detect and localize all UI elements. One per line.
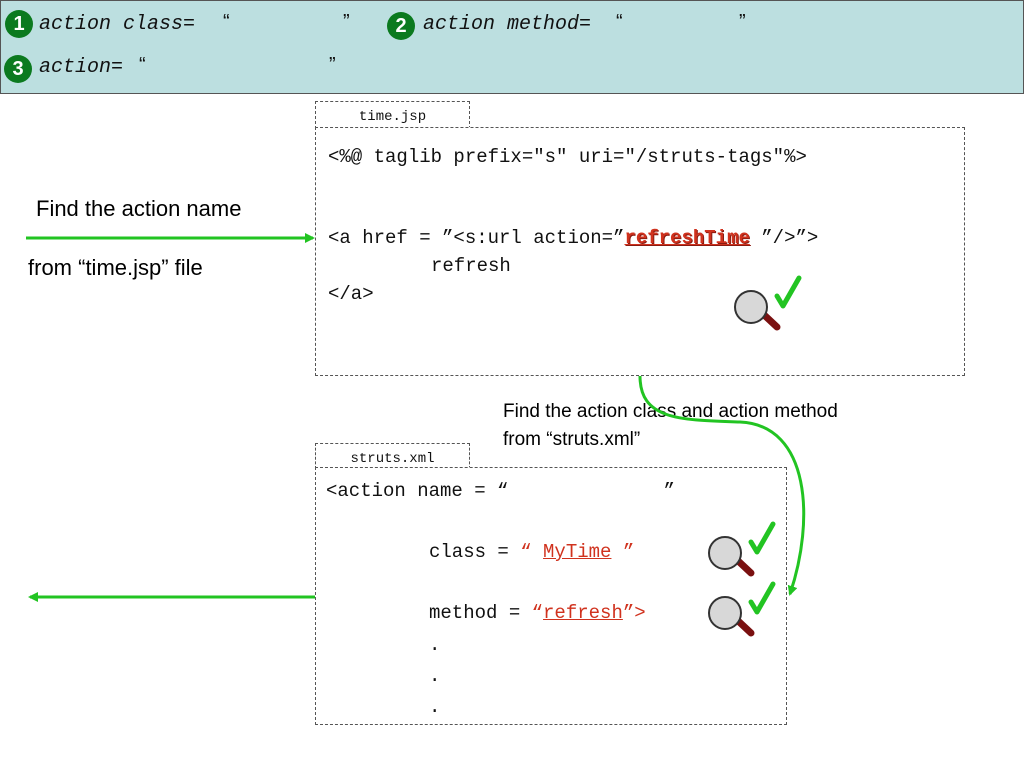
anchor-prefix: <a href = ”<s:url action=” <box>328 227 625 249</box>
taglib-line: <%@ taglib prefix="s" uri="/struts-tags"… <box>328 146 807 168</box>
method-prefix: method = <box>429 602 532 624</box>
struts-xml-tab: struts.xml <box>315 443 470 469</box>
class-value-highlight: MyTime <box>543 541 612 563</box>
step-3-close-quote: ” <box>329 54 336 76</box>
from-time-jsp-label: from “time.jsp” file <box>28 255 203 280</box>
magnifier-icon <box>708 581 776 637</box>
class-open-quote: “ <box>520 541 544 563</box>
magnifier-icon <box>734 275 802 331</box>
step-1-open-quote: “ <box>223 11 230 33</box>
anchor-close-line: </a> <box>328 283 374 305</box>
ellipsis-dot-2: . <box>429 665 441 687</box>
find-action-name-label: Find the action name <box>36 196 242 221</box>
step-3-open-quote: “ <box>139 54 146 76</box>
struts-xml-code-box: <action name = “ ” class = “ MyTime ” met… <box>315 467 787 725</box>
ellipsis-dot-3: . <box>429 696 441 718</box>
class-prefix: class = <box>429 541 521 563</box>
class-close-quote: ” <box>611 541 635 563</box>
step-2-label: action method= <box>423 13 592 36</box>
step-3-label: action= <box>39 56 124 79</box>
anchor-suffix: ”/>”> <box>749 227 819 249</box>
note-line-1: Find the action class and action method <box>503 401 838 422</box>
note-line-2: from “struts.xml” <box>503 429 641 450</box>
arrow-time-jsp-to-struts-xml <box>638 375 806 596</box>
method-line: method = “refresh”> <box>429 602 646 624</box>
find-class-method-note: Find the action class and action method … <box>503 398 838 454</box>
action-name-prefix: <action name = “ <box>326 480 509 502</box>
time-jsp-code-box: <%@ taglib prefix="s" uri="/struts-tags"… <box>315 127 965 376</box>
magnifier-icon <box>708 521 776 577</box>
method-value-highlight: refresh <box>543 602 623 624</box>
ellipsis-dot-1: . <box>429 634 441 656</box>
step-1-label: action class= <box>39 13 196 36</box>
class-line: class = “ MyTime ” <box>429 541 634 563</box>
time-jsp-tab: time.jsp <box>315 101 470 129</box>
anchor-open-line: <a href = ”<s:url action=”refreshTime ”/… <box>328 227 818 249</box>
refresh-text-line: refresh <box>431 255 511 277</box>
method-open-quote: “ <box>531 602 544 624</box>
checkmark-icon <box>774 275 802 309</box>
method-close-quote: ”> <box>622 602 646 624</box>
checkmark-icon <box>748 521 776 555</box>
action-name-highlight: refreshTime <box>624 227 750 249</box>
step-1-badge: 1 <box>5 10 33 38</box>
action-name-line: <action name = “ ” <box>326 480 675 502</box>
step-2-open-quote: “ <box>616 11 623 33</box>
step-2-badge: 2 <box>387 12 415 40</box>
step-2-close-quote: ” <box>739 11 746 33</box>
checkmark-icon <box>748 581 776 615</box>
step-1-close-quote: ” <box>343 11 350 33</box>
step-3-badge: 3 <box>4 55 32 83</box>
step-banner: 1 action class= “ ” 2 action method= “ ”… <box>0 0 1024 94</box>
action-name-suffix: ” <box>663 480 675 502</box>
